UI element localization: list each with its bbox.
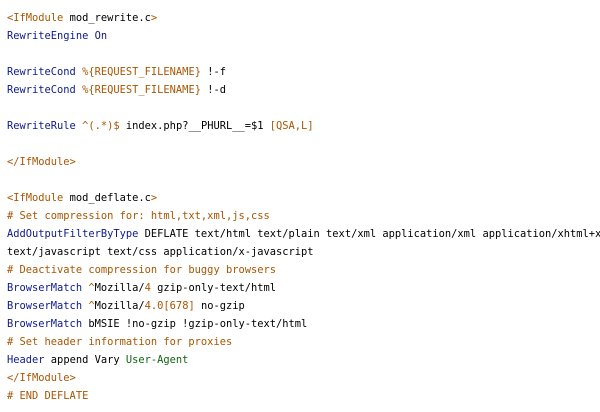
- code-token: RewriteCond: [7, 84, 76, 96]
- code-line: RewriteCond %{REQUEST_FILENAME} !-f: [7, 63, 600, 81]
- code-token: mod_deflate.c: [69, 192, 151, 204]
- code-token: ^(.*)$: [82, 120, 120, 132]
- code-line: RewriteRule ^(.*)$ index.php?__PHURL__=$…: [7, 117, 600, 135]
- code-token: Mozilla/: [94, 300, 145, 312]
- code-token: </IfModule>: [7, 372, 76, 384]
- code-line: Header append Vary User-Agent: [7, 351, 600, 369]
- code-token: RewriteRule: [7, 120, 76, 132]
- code-line: # Set compression for: html,txt,xml,js,c…: [7, 207, 600, 225]
- code-line: # Set header information for proxies: [7, 333, 600, 351]
- code-token: append Vary: [44, 354, 126, 366]
- code-token: # Set compression for: html,txt,xml,js,c…: [7, 210, 270, 222]
- code-line: # END DEFLATE: [7, 387, 600, 405]
- code-token: !-f: [200, 66, 226, 78]
- code-line: ​: [7, 135, 600, 153]
- code-token: Header: [7, 354, 45, 366]
- code-token: BrowserMatch: [7, 318, 83, 330]
- code-token: >: [150, 192, 158, 204]
- code-token: [QSA,L]: [269, 120, 314, 132]
- code-line: BrowserMatch ^Mozilla/4 gzip-only-text/h…: [7, 279, 600, 297]
- code-token: # Set header information for proxies: [7, 336, 233, 348]
- code-token: text/javascript text/css application/x-j…: [7, 246, 314, 258]
- code-line: BrowserMatch bMSIE !no-gzip !gzip-only-t…: [7, 315, 600, 333]
- code-line: text/javascript text/css application/x-j…: [7, 243, 600, 261]
- code-token: %{REQUEST_FILENAME}: [82, 66, 201, 78]
- code-token: # Deactivate compression for buggy brows…: [7, 264, 276, 276]
- code-token: BrowserMatch: [7, 282, 83, 294]
- code-token: </IfModule>: [7, 156, 76, 168]
- code-line: </IfModule>: [7, 369, 600, 387]
- code-token: RewriteCond: [7, 66, 76, 78]
- code-token: # END DEFLATE: [7, 390, 89, 402]
- code-line: # Deactivate compression for buggy brows…: [7, 261, 600, 279]
- code-token: User-Agent: [125, 354, 189, 366]
- code-token: no-gzip: [194, 300, 245, 312]
- code-token: AddOutputFilterByType: [7, 228, 139, 240]
- code-line: </IfModule>: [7, 153, 600, 171]
- code-line: ​: [7, 171, 600, 189]
- code-token: !-d: [200, 84, 226, 96]
- code-token: bMSIE !no-gzip !gzip-only-text/html: [82, 318, 308, 330]
- code-token: %{REQUEST_FILENAME}: [82, 84, 201, 96]
- code-token: gzip-only-text/html: [150, 282, 277, 294]
- code-line: ​: [7, 99, 600, 117]
- code-line: RewriteCond %{REQUEST_FILENAME} !-d: [7, 81, 600, 99]
- code-token: <IfModule: [7, 192, 70, 204]
- code-line: AddOutputFilterByType DEFLATE text/html …: [7, 225, 600, 243]
- code-token: DEFLATE text/html text/plain text/xml ap…: [138, 228, 600, 240]
- code-line: RewriteEngine On: [7, 27, 600, 45]
- code-token: On: [94, 30, 108, 42]
- code-token: mod_rewrite.c: [69, 12, 151, 24]
- code-token: Mozilla/: [94, 282, 145, 294]
- code-token: <IfModule: [7, 12, 70, 24]
- code-token: >: [150, 12, 158, 24]
- code-view: <IfModule mod_rewrite.c>RewriteEngine On…: [7, 9, 600, 405]
- code-line: BrowserMatch ^Mozilla/4.0[678] no-gzip: [7, 297, 600, 315]
- code-token: RewriteEngine: [7, 30, 89, 42]
- code-line: <IfModule mod_rewrite.c>: [7, 9, 600, 27]
- code-line: <IfModule mod_deflate.c>: [7, 189, 600, 207]
- code-token: 4: [144, 282, 151, 294]
- code-line: ​: [7, 45, 600, 63]
- code-token: 4.0[678]: [144, 300, 195, 312]
- code-token: ^: [88, 282, 95, 294]
- code-token: BrowserMatch: [7, 300, 83, 312]
- code-token: ^: [88, 300, 95, 312]
- code-token: index.php?__PHURL__=$1: [119, 120, 270, 132]
